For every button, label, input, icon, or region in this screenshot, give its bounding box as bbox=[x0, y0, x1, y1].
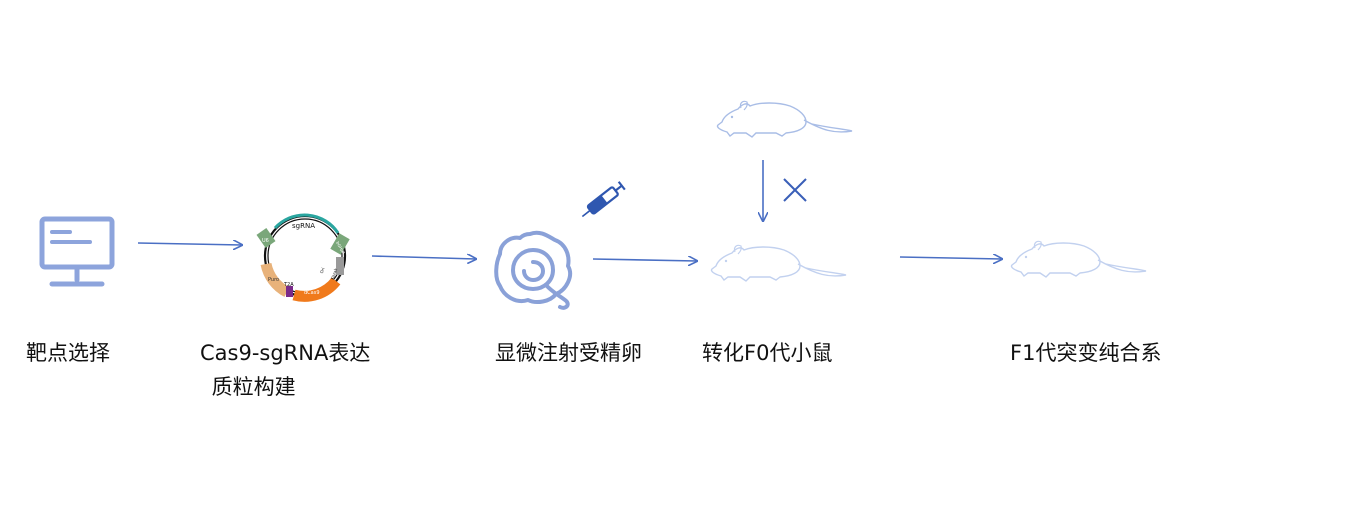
step-label-2: Cas9-sgRNA表达 bbox=[200, 341, 371, 365]
plasmid-kozak-label: Kozak bbox=[330, 267, 339, 280]
plasmid-u6-label: U6 bbox=[262, 238, 269, 244]
plasmid-ori-label: Ori bbox=[319, 267, 326, 274]
arrow-3 bbox=[592, 259, 697, 261]
step-label-1: 靶点选择 bbox=[26, 341, 110, 365]
plasmid-bghpa-label: bGHpA bbox=[335, 241, 346, 256]
mouse-icon-top bbox=[716, 100, 853, 138]
arrow-2 bbox=[371, 256, 476, 259]
step-label-4: 转化F0代小鼠 bbox=[702, 341, 833, 365]
fertilized-egg-icon bbox=[494, 230, 573, 310]
step-label-5: F1代突变纯合系 bbox=[1010, 341, 1162, 365]
mouse-icon-f1 bbox=[1010, 240, 1147, 278]
monitor-icon bbox=[39, 216, 115, 287]
cross-icon bbox=[783, 178, 807, 202]
plasmid-puro-label: Puro bbox=[268, 277, 279, 283]
plasmid-sgrna-label: sgRNA bbox=[292, 222, 315, 230]
plasmid-dcas9-label: dCas9 bbox=[304, 290, 320, 296]
step-label-2b: 质粒构建 bbox=[205, 375, 296, 399]
plasmid-icon: sgRNA U6 Puro T2A dCas9 bGHpA Ori Kozak bbox=[256, 213, 350, 302]
arrow-4 bbox=[899, 257, 1002, 259]
mouse-icon-f0 bbox=[710, 244, 847, 282]
step-label-3: 显微注射受精卵 bbox=[495, 341, 642, 365]
syringe-icon bbox=[581, 181, 626, 218]
plasmid-t2a-label: T2A bbox=[283, 282, 294, 288]
arrow-1 bbox=[137, 243, 242, 245]
